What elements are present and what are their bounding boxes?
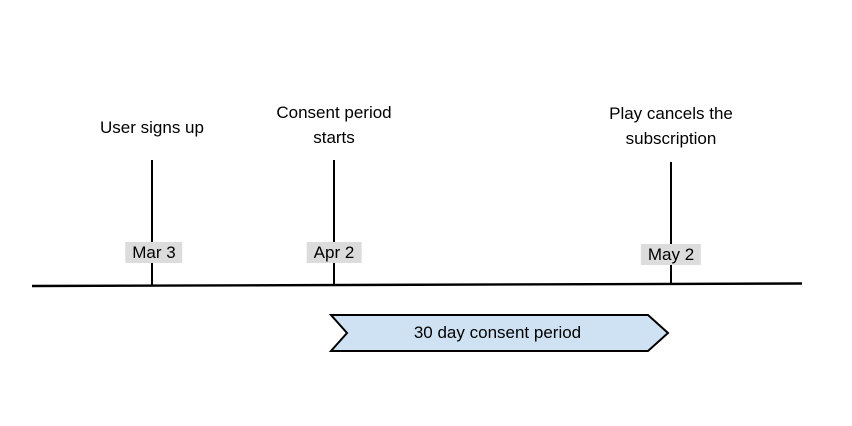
event-date-badge-mar-3: Mar 3 xyxy=(125,242,183,263)
consent-period-banner-shape xyxy=(328,314,670,352)
event-date-badge-apr-2: Apr 2 xyxy=(306,242,362,263)
caption-line: starts xyxy=(313,128,355,147)
caption-line: subscription xyxy=(625,129,717,148)
timeline-axis-line xyxy=(31,282,803,288)
event-caption-consent-period-starts: Consent period starts xyxy=(276,100,391,150)
event-caption-play-cancels-subscription: Play cancels the subscription xyxy=(609,101,733,151)
event-date-badge-may-2: May 2 xyxy=(640,244,702,265)
caption-line: User signs up xyxy=(100,118,204,137)
caption-line: Play cancels the xyxy=(609,104,733,123)
consent-period-banner-label: 30 day consent period xyxy=(413,323,582,342)
event-caption-user-signs-up: User signs up xyxy=(100,115,204,140)
caption-line: Consent period xyxy=(276,103,392,122)
